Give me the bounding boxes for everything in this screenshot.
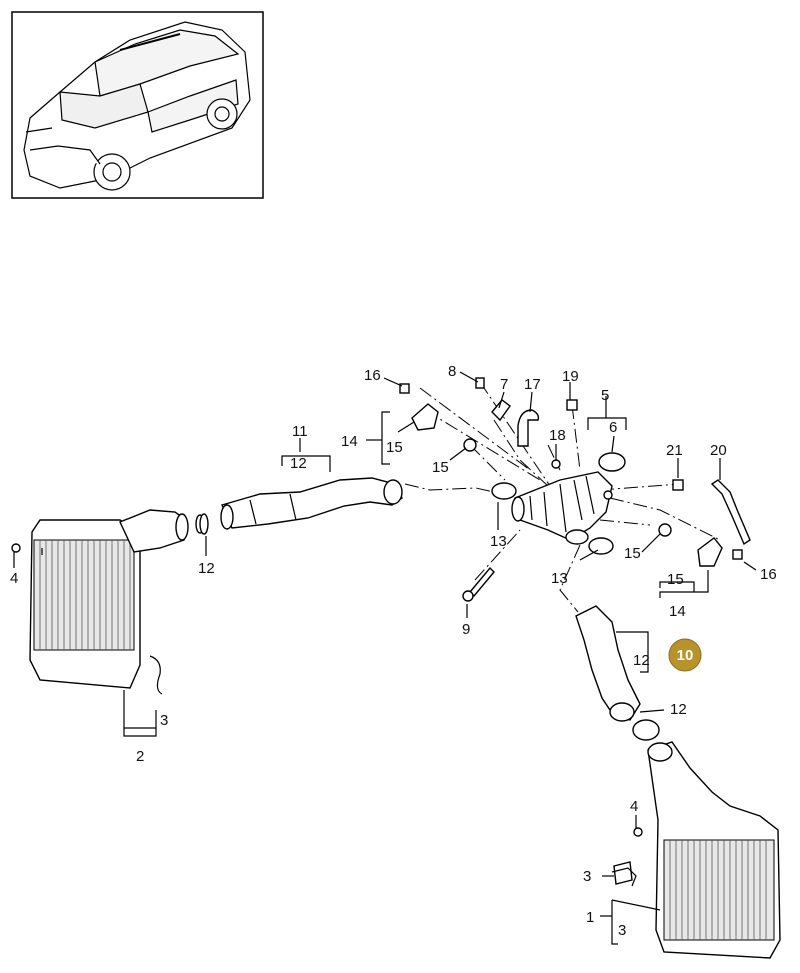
callout-12: 12 (633, 652, 650, 669)
callout-15: 15 (432, 459, 449, 476)
callout-14: 14 (341, 433, 358, 450)
callout-2: 2 (136, 748, 144, 765)
callout-11: 11 (292, 423, 308, 440)
callout-17: 17 (524, 376, 541, 393)
highlight-label: 10 (677, 647, 694, 664)
callout-14: 14 (669, 603, 686, 620)
callout-16: 16 (364, 367, 381, 384)
callout-3: 3 (618, 922, 626, 939)
callout-4: 4 (630, 798, 638, 815)
callout-20: 20 (710, 442, 727, 459)
right-intercooler (613, 741, 781, 959)
callout-12: 12 (670, 701, 687, 718)
callout-13: 13 (551, 570, 568, 587)
callout-3: 3 (160, 712, 168, 729)
callout-9: 9 (462, 621, 470, 638)
callout-12: 12 (290, 455, 307, 472)
callout-15: 15 (624, 545, 641, 562)
callout-4: 4 (10, 570, 18, 587)
highlighted-callout-10[interactable]: 10 (668, 638, 702, 672)
callout-6: 6 (609, 419, 617, 436)
left-intercooler (11, 509, 205, 695)
callout-12: 12 (198, 560, 215, 577)
callout-3: 3 (583, 868, 591, 885)
assembly-lines (404, 381, 721, 613)
callout-5: 5 (601, 387, 609, 404)
upper-charge-hose (220, 477, 403, 530)
callout-7: 7 (500, 376, 508, 393)
callout-16: 16 (760, 566, 777, 583)
callout-8: 8 (448, 363, 456, 380)
charge-air-distributor (511, 471, 613, 545)
callout-15: 15 (386, 439, 403, 456)
callout-15: 15 (667, 571, 684, 588)
callout-labels: 16 8 7 17 19 5 6 18 11 12 14 15 15 12 4 … (10, 363, 777, 939)
small-parts (199, 377, 751, 887)
callout-13: 13 (490, 533, 507, 550)
vehicle-thumbnail (11, 11, 264, 199)
callout-18: 18 (549, 427, 566, 444)
lower-charge-hose (575, 605, 660, 741)
leader-lines (13, 371, 757, 945)
callout-1: 1 (586, 909, 594, 926)
callout-19: 19 (562, 368, 579, 385)
callout-21: 21 (666, 442, 683, 459)
